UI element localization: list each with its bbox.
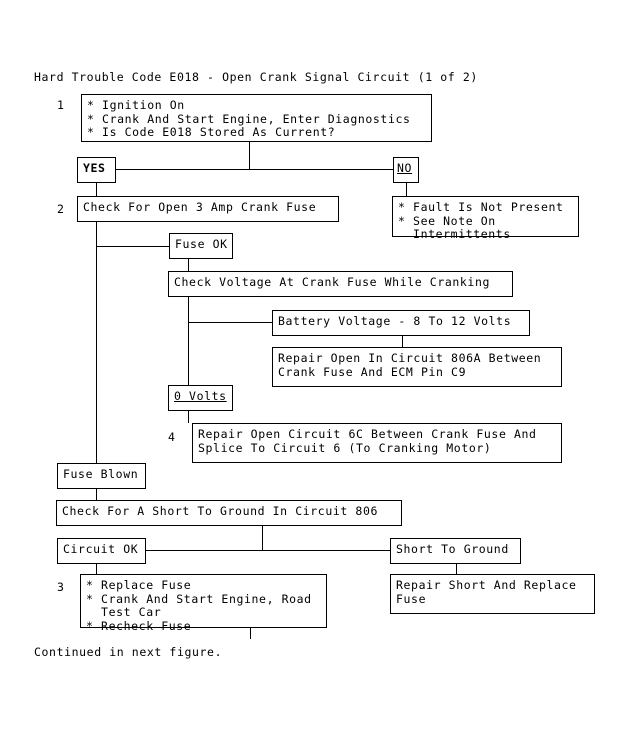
node-repair-short-replace-fuse: Repair Short And Replace Fuse (390, 574, 595, 614)
connector-step2-to-fuse-ok (96, 246, 169, 247)
branch-label-yes: YES (77, 157, 116, 183)
connector-short-to-ground-to-repair (456, 564, 457, 574)
node-battery-voltage: Battery Voltage - 8 To 12 Volts (272, 310, 530, 336)
connector-step1-to-branch (249, 142, 250, 170)
node-circuit-ok: Circuit OK (57, 538, 146, 564)
step-number-3: 3 (57, 580, 65, 594)
node-fuse-ok: Fuse OK (169, 233, 233, 259)
connector-fuse-ok-to-check-voltage (188, 259, 189, 271)
step-number-2: 2 (57, 202, 65, 216)
node-zero-volts: 0 Volts (168, 385, 233, 411)
node-fault-not-present: * Fault Is Not Present * See Note On Int… (392, 196, 579, 241)
connector-check-voltage-trunk (188, 297, 189, 385)
node-check-short-to-ground: Check For A Short To Ground In Circuit 8… (56, 500, 402, 526)
connector-step3-continuation (250, 628, 251, 639)
node-fuse-blown: Fuse Blown (57, 463, 146, 489)
node-step3-replace-fuse: * Replace Fuse * Crank And Start Engine,… (80, 574, 327, 632)
node-short-to-ground: Short To Ground (390, 538, 521, 564)
connector-zero-volts-to-step4 (188, 411, 189, 423)
connector-battery-to-repair-806a (402, 336, 403, 347)
step-number-4: 4 (168, 430, 176, 444)
node-step2-check-fuse: Check For Open 3 Amp Crank Fuse (77, 196, 339, 222)
connector-yes-to-step2 (96, 183, 97, 196)
figure-footer: Continued in next figure. (34, 645, 223, 659)
connector-check-short-trunk (262, 526, 263, 551)
node-check-voltage: Check Voltage At Crank Fuse While Cranki… (168, 271, 513, 297)
node-step4-repair-circuit-6c: Repair Open Circuit 6C Between Crank Fus… (192, 423, 562, 463)
connector-check-voltage-to-battery (188, 322, 272, 323)
connector-step2-left-trunk (96, 222, 97, 463)
connector-no-to-fault-box (406, 183, 407, 196)
step-number-1: 1 (57, 98, 65, 112)
connector-circuit-ok-to-step3 (96, 564, 97, 574)
connector-check-short-horizontal (145, 550, 390, 551)
node-repair-open-806a: Repair Open In Circuit 806A Between Cran… (272, 347, 562, 387)
branch-label-no: NO (393, 157, 419, 183)
connector-fuse-blown-to-check-short (96, 489, 97, 500)
figure-title: Hard Trouble Code E018 - Open Crank Sign… (34, 70, 478, 84)
connector-branch-horizontal (115, 169, 394, 170)
node-step1-ignition-check: * Ignition On * Crank And Start Engine, … (81, 94, 432, 142)
